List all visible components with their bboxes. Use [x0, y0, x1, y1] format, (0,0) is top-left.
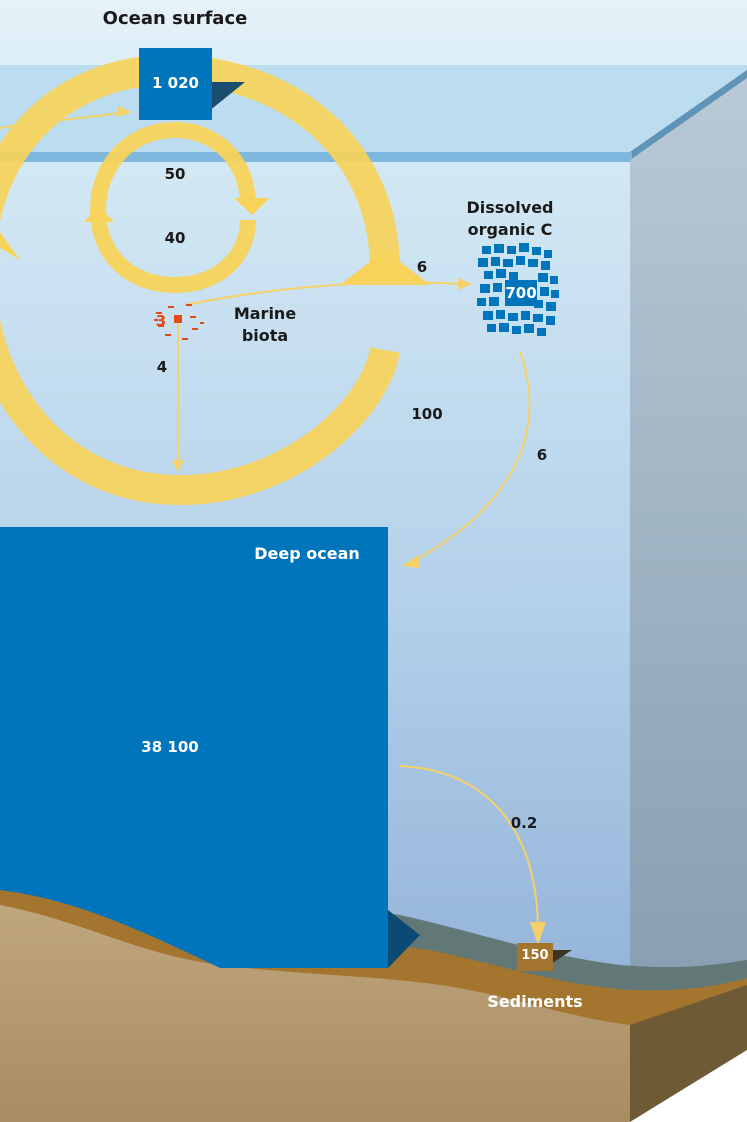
deep-to-sediment-flux: 0.2: [510, 814, 538, 832]
surface-deep-exchange-loop: [0, 54, 400, 506]
doc-to-deep-arrow: [411, 351, 531, 563]
sediment-stock: 150: [521, 948, 549, 963]
deep-to-sediment-arrow: [399, 765, 539, 926]
dissolved-organic-carbon-cluster: [477, 243, 559, 336]
exchange-loop-arrowhead: [340, 250, 430, 285]
biota-to-doc-arrow: [184, 281, 461, 306]
biota-to-doc-flux: 6: [416, 258, 428, 276]
marine-biota-marker: [154, 304, 204, 340]
biota-to-deep-arrowhead: [172, 460, 184, 472]
sediment-reservoir: [517, 943, 553, 971]
marine-biota-label-line2: biota: [241, 326, 289, 345]
dissolved-organic-label-line2: organic C: [467, 220, 553, 239]
marine-biota-label-line1: Marine: [233, 304, 297, 323]
surface-line: [0, 152, 632, 162]
box-side-face: [630, 78, 747, 1122]
atmosphere-to-surface-arrow: [0, 111, 126, 129]
deep-ocean-stock: 38 100: [141, 738, 199, 756]
biota-to-deep-flux: 4: [156, 358, 168, 376]
sediment-shadow: [548, 950, 572, 966]
atmosphere-arrowhead: [118, 106, 132, 117]
dissolved-organic-stock: 700: [505, 284, 537, 302]
deep-ocean-label: Deep ocean: [254, 544, 360, 563]
surface-ocean-reservoir: [139, 48, 212, 120]
doc-to-deep-arrowhead: [402, 555, 420, 568]
deep-ocean-shadow: [388, 910, 420, 968]
doc-to-deep-flux: 6: [536, 446, 548, 464]
ground-layer: [0, 905, 630, 1122]
exchange-loop-left-arrowhead: [0, 232, 20, 260]
small-loop-left-arrowhead: [84, 206, 114, 222]
ocean-top-edge: [630, 70, 747, 162]
surface-ocean-stock: 1 020: [152, 74, 199, 92]
surface-to-biota-flux: 50: [164, 165, 186, 183]
dissolved-organic-label-line1: Dissolved: [466, 198, 554, 217]
deep-ocean-reservoir: [0, 527, 388, 968]
biota-to-surface-flux: 40: [164, 229, 186, 247]
box-corner-cut: [630, 1050, 747, 1122]
ocean-surface-label: Ocean surface: [102, 8, 248, 29]
surface-deep-exchange-flux: 100: [411, 405, 443, 423]
sediments-label: Sediments: [487, 992, 583, 1011]
small-loop-right-arrowhead: [234, 198, 270, 215]
deep-to-sediment-arrowhead: [530, 922, 546, 945]
biota-to-doc-arrowhead: [458, 278, 472, 290]
marine-biota-stock: 3: [155, 312, 167, 330]
